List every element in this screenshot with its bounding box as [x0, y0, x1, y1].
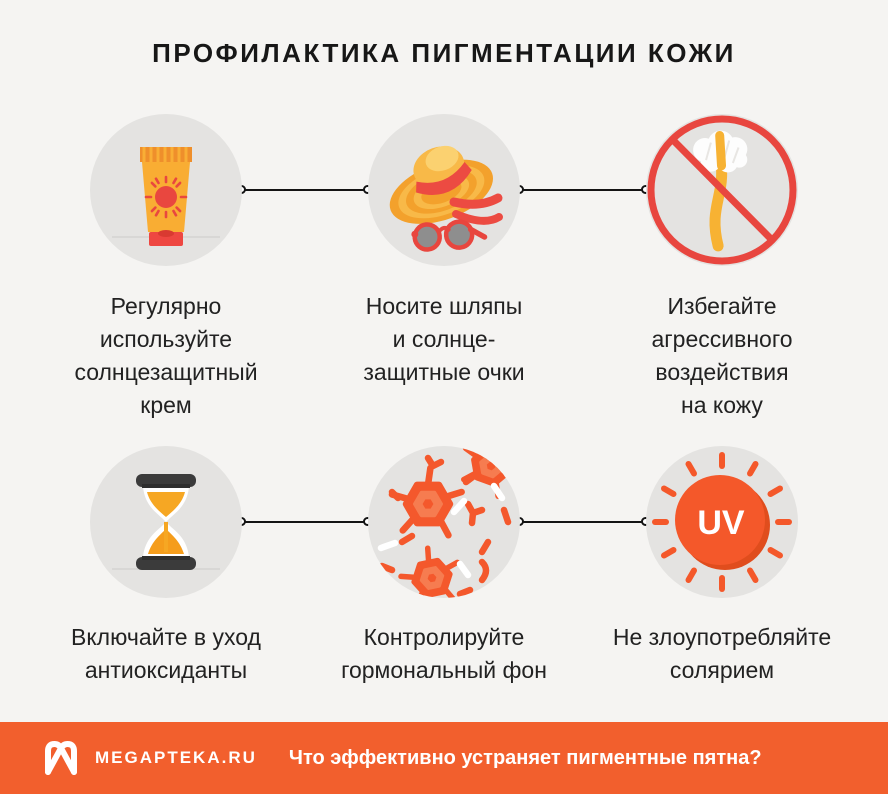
- footer-question: Что эффективно устраняет пигментные пятн…: [288, 746, 762, 769]
- hourglass-icon: [112, 474, 220, 570]
- caption-antioxidants: Включайте в уход антиоксиданты: [71, 624, 261, 683]
- icon-circle-hat: [368, 114, 520, 266]
- connector-line: [242, 189, 368, 191]
- connector-line: [242, 521, 368, 523]
- caption-hormones: Контролируйте гормональный фон: [341, 624, 547, 683]
- caption-solarium: Не злоупотребляйте солярием: [612, 624, 832, 683]
- uv-label: UV: [697, 504, 745, 542]
- icon-circle-uv: UV: [646, 446, 798, 598]
- hat-sunglasses-icon: [389, 145, 503, 252]
- connector-line: [520, 521, 646, 523]
- uv-sun-icon: UV: [652, 452, 792, 592]
- sunscreen-tube-icon: [112, 147, 220, 246]
- icon-circle-hourglass: [90, 446, 242, 598]
- caption-sunscreen: Регулярно используйте солнцезащитный кре…: [74, 293, 258, 418]
- caption-no-brush: Избегайте агрессивного воздействия на ко…: [651, 293, 793, 418]
- icon-circle-no-brush: [646, 114, 798, 266]
- brand-name: MEGAPTEKA.RU: [95, 748, 257, 767]
- caption-hat: Носите шляпы и солнце- защитные очки: [363, 293, 525, 385]
- connector-line: [520, 189, 646, 191]
- hormone-molecules-icon: [377, 446, 520, 598]
- page-title: ПРОФИЛАКТИКА ПИГМЕНТАЦИИ КОЖИ: [152, 38, 736, 68]
- footer-bar: MEGAPTEKA.RU Что эффективно устраняет пи…: [0, 722, 888, 794]
- icon-circle-hormones: [368, 446, 520, 598]
- icon-circle-sunscreen: [90, 114, 242, 266]
- no-scrub-brush-icon: [647, 115, 797, 265]
- megapteka-logo-icon: [45, 741, 77, 775]
